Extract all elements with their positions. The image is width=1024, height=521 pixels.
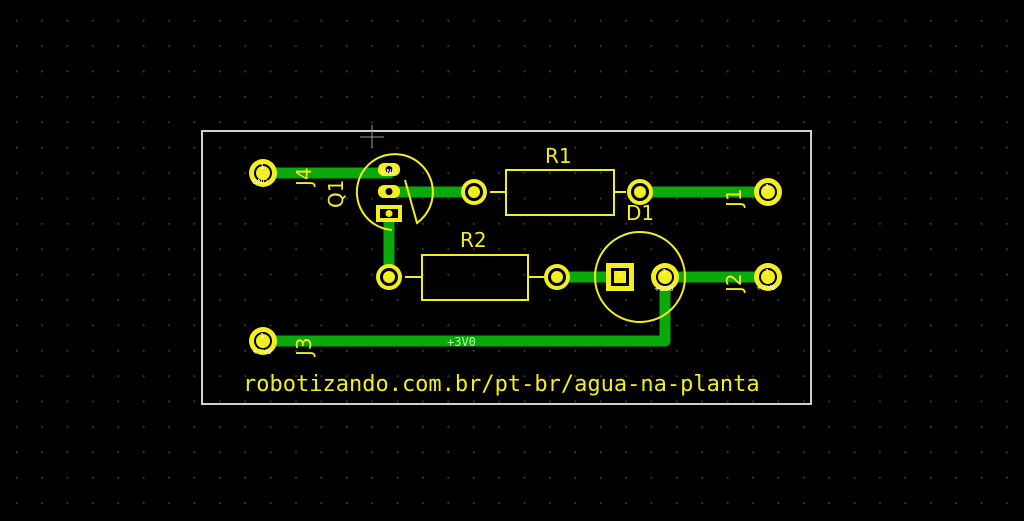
- r2-pad-1[interactable]: [376, 264, 402, 290]
- q1-outline: [355, 153, 434, 231]
- d1-pad-2[interactable]: 2 +3V0: [651, 263, 679, 293]
- q1-ref: Q1: [324, 180, 348, 208]
- j3-pad[interactable]: 1 +3V0: [249, 327, 277, 356]
- j4-ref: J4: [292, 167, 316, 188]
- q1-pad-2[interactable]: [378, 185, 400, 198]
- d1-ref: D1: [626, 201, 654, 225]
- svg-text:1: 1: [617, 270, 621, 278]
- svg-text:+3V0: +3V0: [756, 284, 776, 292]
- q1-pad-1[interactable]: [378, 163, 400, 176]
- r2-body: [421, 254, 529, 301]
- track-3v0: [257, 271, 671, 347]
- svg-text:1: 1: [765, 183, 769, 191]
- j2-ref: J2: [722, 273, 746, 294]
- r1-ref: R1: [545, 144, 572, 168]
- pads[interactable]: 1 GND 1 1 +3V0 1 +3V0: [249, 159, 782, 356]
- svg-text:2: 2: [662, 268, 666, 276]
- ref-designators: R1 R2 D1 Q1 J4 J1 J2 J3: [292, 144, 746, 358]
- svg-text:+3V0: +3V0: [654, 285, 674, 293]
- r1-pad-1[interactable]: [461, 179, 487, 205]
- d1-outline: [594, 231, 686, 323]
- svg-text:GND: GND: [381, 168, 397, 176]
- r1-body: [505, 169, 615, 216]
- svg-text:1: 1: [260, 332, 264, 340]
- q1-pad-3[interactable]: [376, 205, 402, 222]
- j1-ref: J1: [722, 188, 746, 209]
- j3-ref: J3: [292, 337, 316, 358]
- r2-pad-2[interactable]: [544, 264, 570, 290]
- silkscreen-outlines: [355, 153, 686, 323]
- svg-text:+3V0: +3V0: [252, 348, 272, 356]
- cursor-crosshair: [360, 125, 384, 148]
- svg-text:1: 1: [765, 268, 769, 276]
- r1-pad-2[interactable]: [627, 179, 653, 205]
- j4-pad[interactable]: 1 GND: [249, 159, 277, 187]
- j1-pad[interactable]: 1: [754, 178, 782, 206]
- d1-pad-1[interactable]: 1: [606, 263, 634, 291]
- j2-pad[interactable]: 1 +3V0: [754, 263, 782, 292]
- svg-text:GND: GND: [252, 178, 268, 186]
- r2-ref: R2: [460, 228, 487, 252]
- board-url-text: robotizando.com.br/pt-br/agua-na-planta: [243, 372, 760, 397]
- track-net-label: +3V0: [447, 335, 476, 349]
- board-outline: [201, 130, 812, 405]
- svg-text:1: 1: [260, 163, 264, 171]
